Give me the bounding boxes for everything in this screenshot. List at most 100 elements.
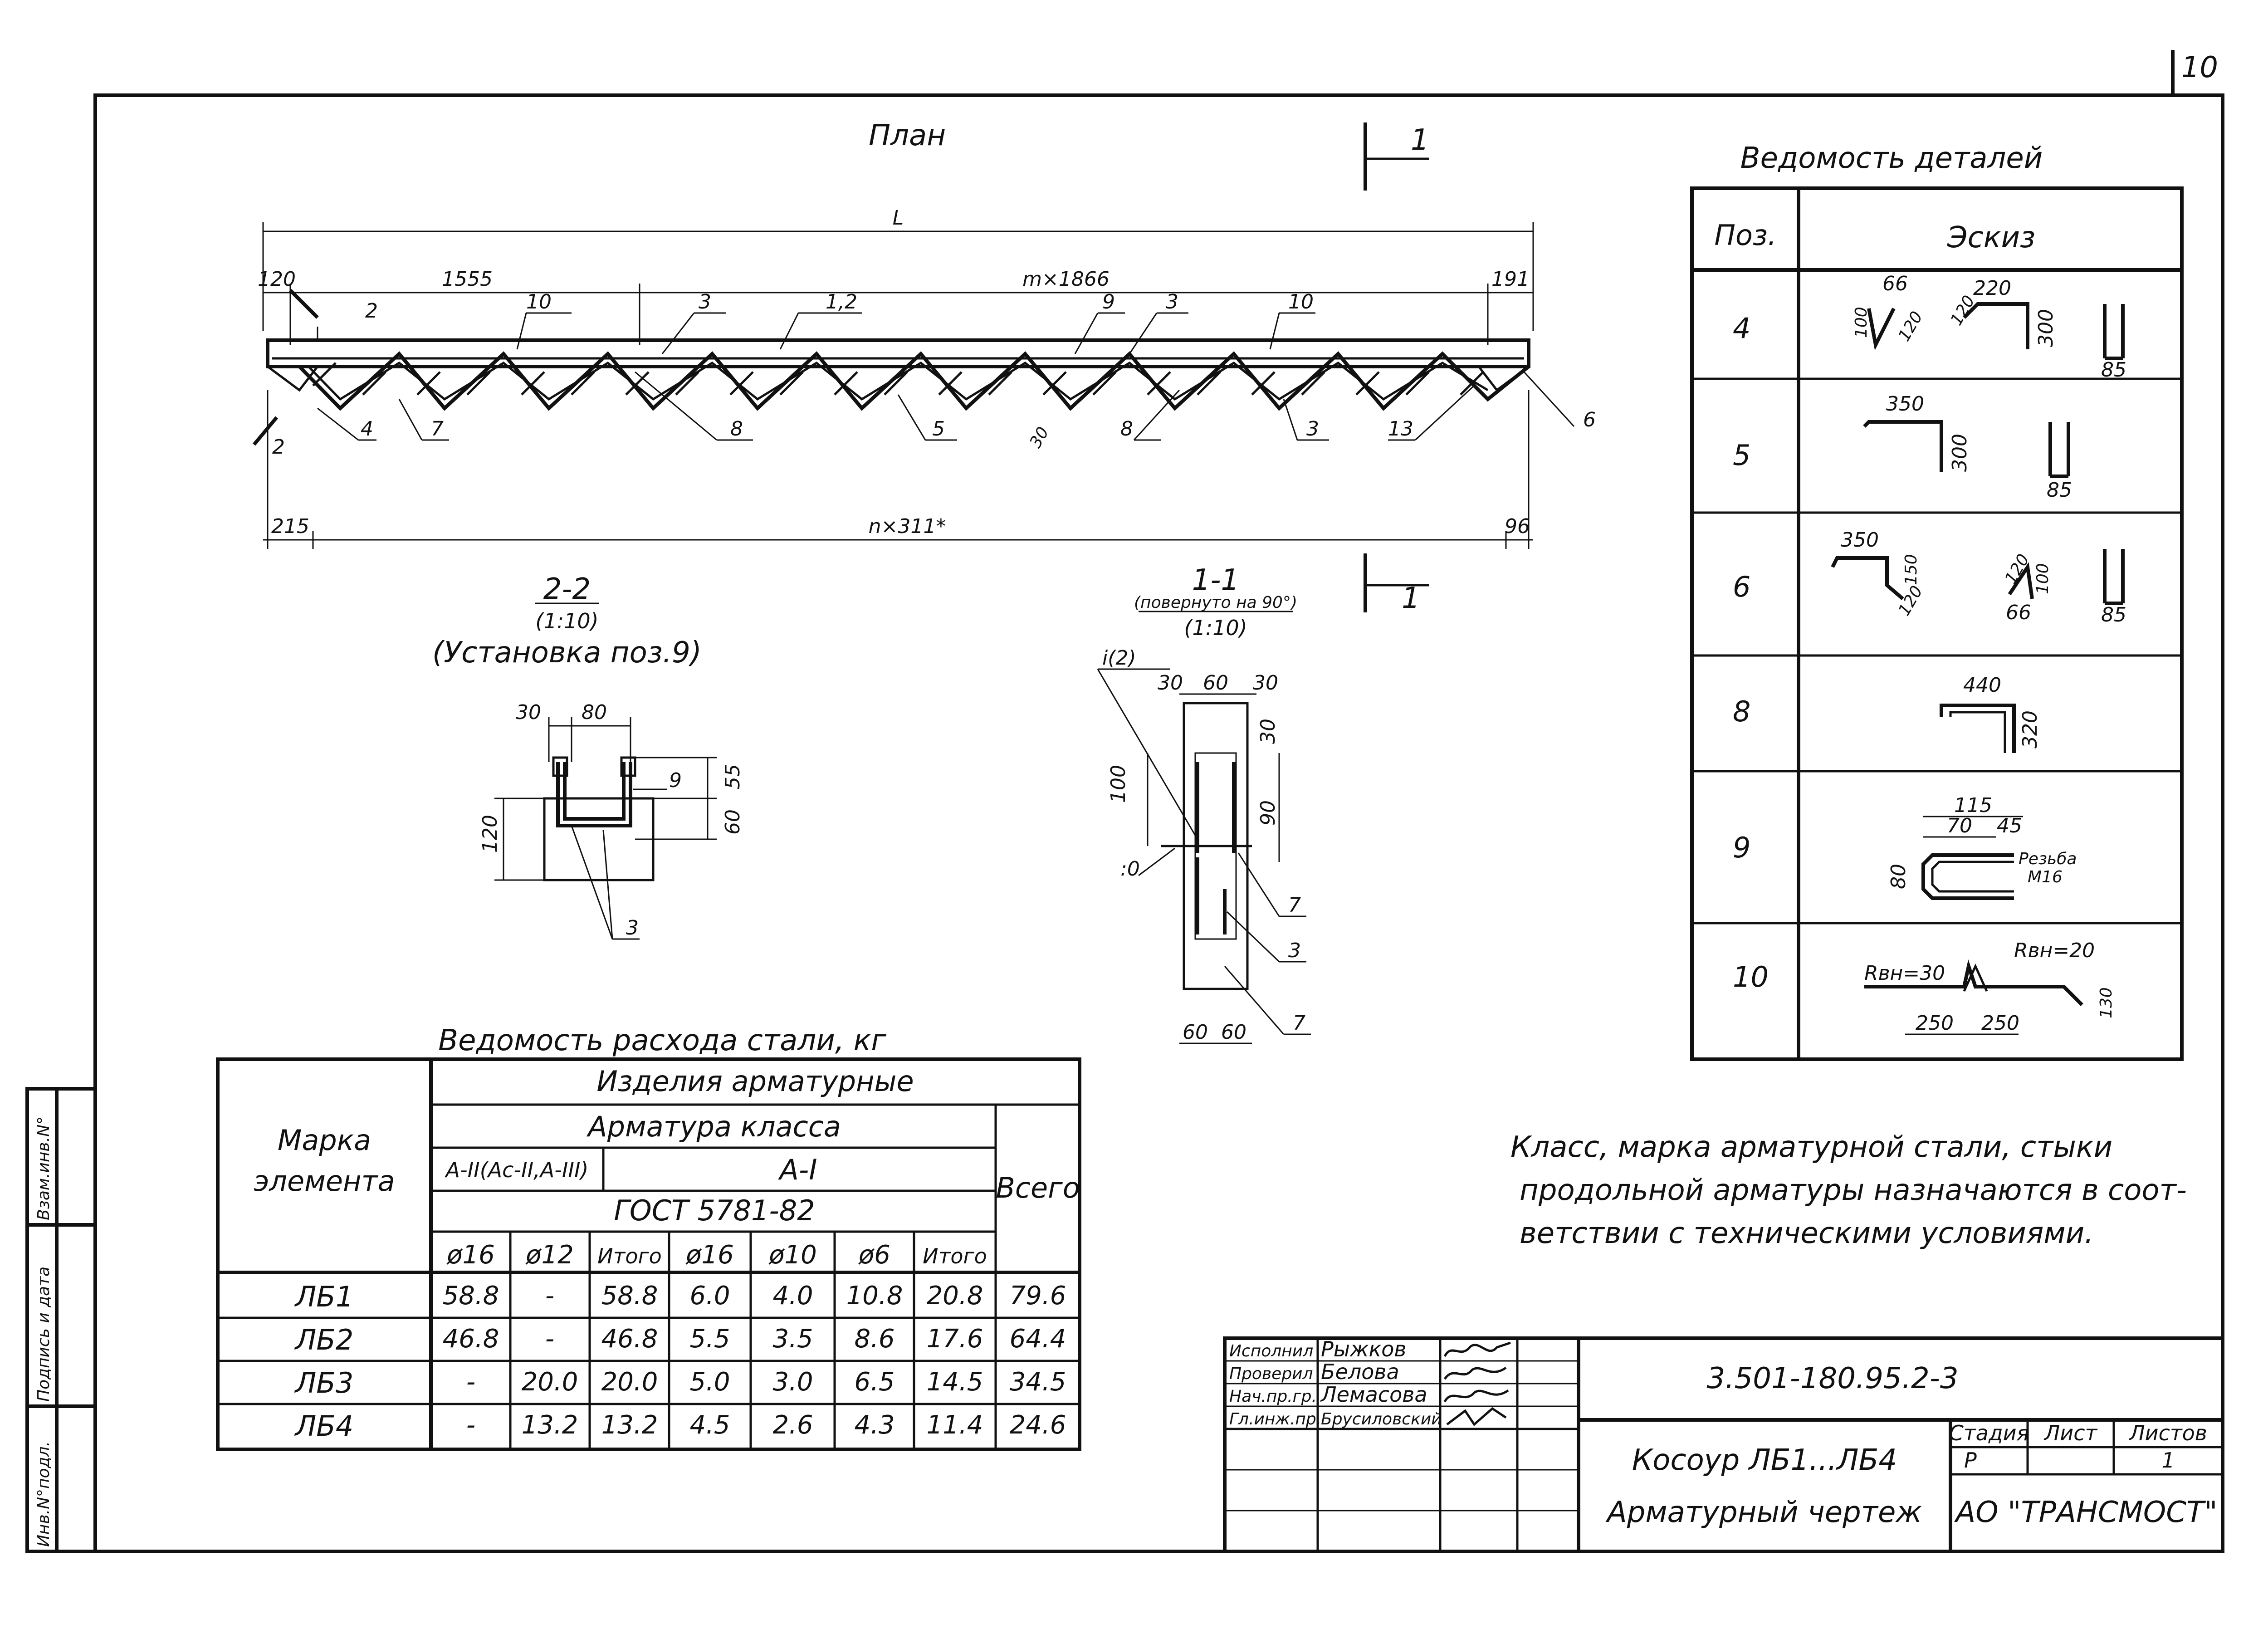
plan-callout-2-bottom: 2: [272, 435, 285, 459]
section-1-1-dim-90: 90: [1256, 800, 1280, 826]
plan-dim-m1866: m×1866: [1022, 268, 1110, 291]
stringer-top-bars: [266, 338, 1530, 368]
signer-name-3: Лемасова: [1320, 1382, 1427, 1407]
section-2-2-scale: (1:10): [535, 609, 598, 633]
pos6-66: 66: [2006, 601, 2031, 624]
pos4-66: 66: [1882, 272, 1908, 295]
section-2-2-title: 2-2: [543, 572, 591, 606]
pos10-250b: 250: [1981, 1012, 2019, 1035]
steel-cell: 4.0: [772, 1281, 813, 1311]
steel-cell: -: [466, 1367, 475, 1397]
pos6-100: 100: [2033, 563, 2052, 594]
doc-code: 3.501-180.95.2-3: [1706, 1362, 1958, 1395]
details-pos-8: 8: [1733, 695, 1750, 728]
plan-dim-215: 215: [271, 515, 309, 538]
section-1-1-scale: (1:10): [1184, 616, 1247, 640]
plan-dim-96: 96: [1505, 515, 1530, 538]
steel-cell: 4.3: [854, 1410, 894, 1440]
steel-col-d12: ø12: [525, 1240, 574, 1270]
section-2-2-callout-3: 3: [626, 916, 639, 939]
pos9-m16: М16: [2028, 868, 2063, 886]
details-title: Ведомость деталей: [1740, 142, 2043, 175]
section-1-1-callout-3: 3: [1288, 939, 1301, 962]
details-header-pos: Поз.: [1714, 219, 1776, 252]
title-block: Исполнил Рыжков Проверил Белова Нач.пр.г…: [1223, 1336, 2224, 1553]
details-pos-9: 9: [1733, 831, 1750, 864]
note-line-2: продольной арматуры назначаются в соот-: [1520, 1174, 2187, 1207]
steel-cell: 20.0: [522, 1367, 578, 1397]
pos6-85: 85: [2101, 603, 2126, 626]
plan-callout-7: 7: [431, 417, 444, 440]
pos10-r20: Rвн=20: [2014, 939, 2095, 962]
plan-view: План L 120 1555 m×1866 191: [252, 119, 1596, 615]
plan-callout-8b: 8: [1120, 417, 1133, 440]
pos9-thread: Резьба: [2019, 850, 2077, 868]
plan-callout-3c: 3: [1306, 417, 1319, 440]
section-1-1-dim-60b: 60: [1221, 1021, 1246, 1044]
note-line-1: Класс, марка арматурной стали, стыки: [1510, 1130, 2112, 1164]
plan-callout-3b: 3: [1166, 290, 1178, 313]
steel-cell: -: [545, 1324, 554, 1354]
plan-callout-3a: 3: [699, 290, 711, 313]
plan-callout-10b: 10: [1288, 290, 1314, 313]
doc-title-1: Косоур ЛБ1...ЛБ4: [1632, 1443, 1897, 1477]
pos10-130: 130: [2097, 987, 2116, 1018]
plan-callout-8a: 8: [730, 417, 743, 440]
pos4-85: 85: [2101, 358, 2126, 382]
steel-cell: 11.4: [927, 1410, 983, 1440]
steel-cell: 20.8: [927, 1281, 983, 1311]
signature-4: [1446, 1407, 1507, 1426]
pos4-120a: 120: [1895, 308, 1926, 344]
steel-header-a1: А-I: [777, 1153, 817, 1186]
steel-cell: 5.0: [689, 1367, 730, 1397]
steel-row-mark: ЛБ4: [294, 1409, 354, 1443]
steel-consumption-table: Ведомость расхода стали, кг Марка элемен…: [216, 1024, 1081, 1451]
section-1-1-rotation: (повернуто на 90°): [1134, 593, 1297, 612]
side-stamp: Инв.N°подл. Подпись и дата Взам.инв.N°: [25, 1087, 97, 1553]
section-1-1-dim-60: 60: [1203, 671, 1228, 695]
signer-name-1: Рыжков: [1321, 1337, 1407, 1361]
plan-callout-1-2: 1,2: [826, 290, 857, 313]
steel-cell: 46.8: [443, 1324, 499, 1354]
steel-cell: 34.5: [1010, 1367, 1066, 1397]
steel-header-class: Арматура класса: [586, 1110, 841, 1143]
signer-role-3: Нач.пр.гр.: [1229, 1387, 1317, 1406]
steel-cell: 14.5: [927, 1367, 983, 1397]
section-2-2: 2-2 (1:10) (Установка поз.9) 30 80 120 5…: [432, 572, 744, 940]
note-line-3: ветствии с техническими условиями.: [1520, 1217, 2094, 1250]
steel-row-mark: ЛБ1: [294, 1280, 354, 1313]
steel-table-title: Ведомость расхода стали, кг: [438, 1024, 886, 1057]
steel-col-d6: ø6: [858, 1240, 890, 1270]
steel-header-products: Изделия арматурные: [596, 1065, 914, 1098]
steel-header-mark-2: элемента: [254, 1164, 395, 1198]
section-1-1-dim-60a: 60: [1183, 1021, 1208, 1044]
pos4-220: 220: [1973, 277, 2011, 300]
general-note: Класс, марка арматурной стали, стыки про…: [1510, 1130, 2187, 1250]
steel-cell: 64.4: [1010, 1324, 1066, 1354]
plan-dim-191: 191: [1491, 268, 1530, 291]
stage-value: Р: [1964, 1448, 1977, 1473]
sheet-number: 10: [2181, 51, 2218, 84]
section-1-1-dim-30a: 30: [1158, 671, 1183, 695]
section-1-1-callout-0: :0: [1120, 857, 1140, 881]
details-pos-4: 4: [1733, 312, 1750, 345]
pos10-250a: 250: [1916, 1012, 1954, 1035]
signer-name-2: Белова: [1321, 1360, 1399, 1384]
steel-col-sum2: Итого: [923, 1244, 987, 1268]
signer-name-4: Брусиловский: [1321, 1410, 1442, 1429]
plan-callout-6: 6: [1583, 408, 1596, 431]
pos6-120a: 120: [1895, 582, 1926, 619]
plan-callout-9: 9: [1102, 290, 1115, 313]
steel-col-d16a: ø16: [446, 1240, 495, 1270]
steel-cell: 79.6: [1010, 1281, 1066, 1311]
section-1-1-callout-7b: 7: [1293, 1012, 1305, 1035]
sheet-frame: [93, 93, 2224, 1553]
plan-callout-2-top: 2: [365, 299, 378, 323]
signature-3: [1443, 1389, 1509, 1403]
steel-cell: 5.5: [689, 1324, 730, 1354]
details-pos-10: 10: [1733, 960, 1769, 993]
pos5-300: 300: [1948, 434, 1971, 472]
section-1-1: 1-1 (повернуто на 90°) (1:10) 30 60 30 1…: [1097, 563, 1311, 1044]
pos9-115: 115: [1954, 794, 1992, 817]
steel-cell: 13.2: [522, 1410, 578, 1440]
